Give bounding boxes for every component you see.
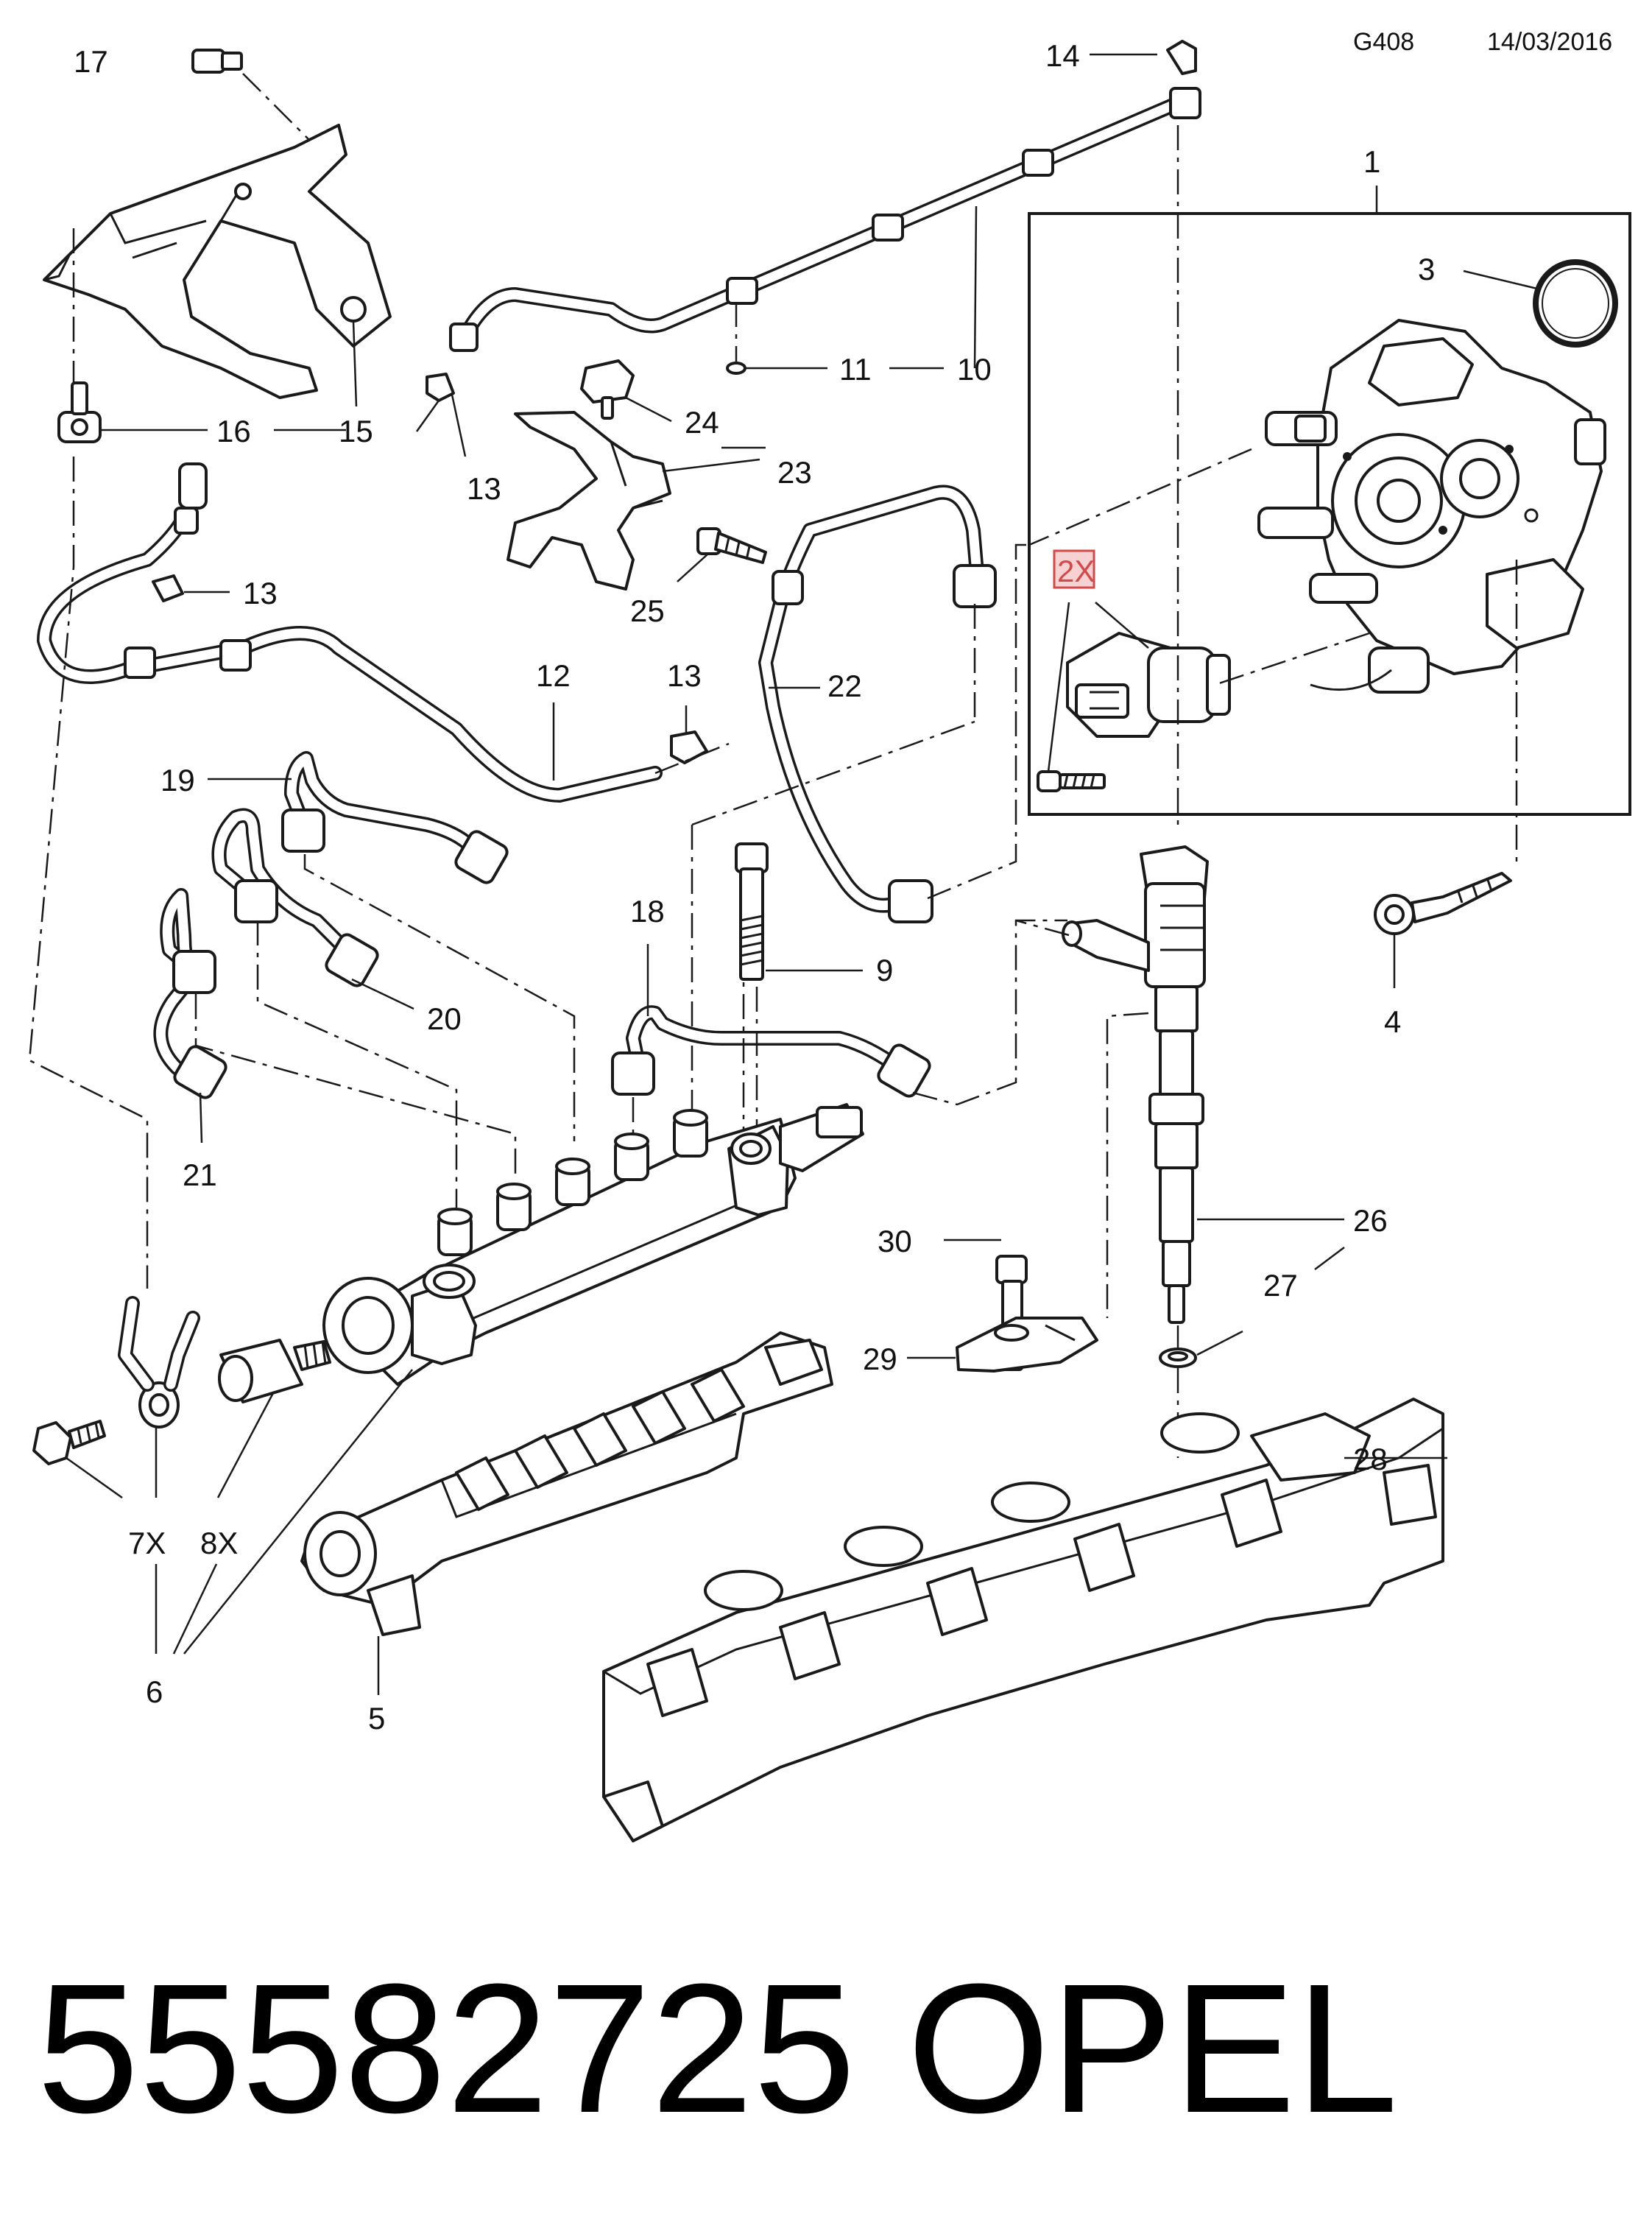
callout-8x: 8X — [200, 1526, 238, 1560]
clip-13-lower-part — [152, 574, 184, 602]
leader-6c — [183, 1369, 413, 1655]
clip-14-part — [1166, 40, 1197, 75]
bolt-9-part — [735, 842, 769, 981]
callout-24: 24 — [685, 405, 719, 440]
callout-5: 5 — [368, 1701, 385, 1736]
callout-30: 30 — [878, 1224, 912, 1258]
callout-29: 29 — [863, 1342, 897, 1376]
callout-11: 11 — [839, 352, 872, 387]
callout-14: 14 — [1045, 38, 1080, 73]
callout-26: 26 — [1353, 1203, 1388, 1238]
leader-10 — [973, 205, 978, 369]
quantity-2x-highlight — [1053, 549, 1095, 589]
bolt-17-part — [191, 49, 243, 74]
callout-12: 12 — [536, 658, 571, 693]
leader-3 — [1463, 270, 1538, 290]
callout-13-lower: 13 — [243, 576, 278, 610]
callout-13-right: 13 — [667, 658, 702, 693]
high-pressure-line-22-part — [758, 485, 997, 923]
clip-13-upper-part — [426, 373, 455, 402]
callout-labels: 1 3 4 5 6 7X 8X 9 10 11 12 13 13 13 14 1… — [74, 38, 1435, 1736]
callout-21: 21 — [183, 1158, 217, 1192]
injector-line-21-part — [153, 888, 227, 1099]
leader-20 — [351, 978, 414, 1010]
high-pressure-pump-part — [1257, 319, 1606, 694]
clamp-29-part — [956, 1317, 1098, 1373]
injector-line-19-part — [281, 751, 509, 884]
callout-25: 25 — [630, 593, 665, 628]
callout-15: 15 — [339, 414, 373, 448]
seal-ring-part — [1533, 259, 1618, 348]
leader-25 — [677, 553, 709, 582]
callout-3: 3 — [1418, 252, 1435, 286]
fuel-rail-part — [322, 1103, 864, 1386]
callout-18: 18 — [630, 894, 665, 929]
callout-27: 27 — [1263, 1268, 1298, 1303]
valve-screw-part — [1037, 770, 1106, 792]
leader-15 — [352, 320, 358, 407]
clamp-24-part — [580, 359, 635, 420]
leakoff-line-12-part — [37, 462, 663, 803]
cylinder-head-cover-28-part — [602, 1398, 1444, 1842]
brand-name: OPEL — [907, 1945, 1398, 2151]
pressure-control-valve-part — [1066, 632, 1231, 738]
return-line-10-part — [449, 87, 1201, 352]
callout-7x: 7X — [128, 1526, 166, 1560]
pump-assembly-frame — [1028, 212, 1631, 816]
callout-17: 17 — [74, 44, 108, 79]
rail-fitting-8x-part — [218, 1339, 331, 1403]
callout-10: 10 — [957, 352, 992, 387]
injector-line-18-part — [611, 1005, 931, 1098]
clip-16-part — [57, 381, 102, 443]
callout-13-upper: 13 — [467, 471, 501, 506]
pump-assembly-group: 2X — [1028, 186, 1631, 867]
callout-4: 4 — [1384, 1004, 1401, 1039]
bracket-23-part — [506, 411, 671, 591]
leader-13b — [451, 394, 467, 457]
leader-8x — [216, 1391, 275, 1498]
callout-1: 1 — [1363, 144, 1380, 179]
bracket-15-part — [43, 124, 392, 399]
washer-27-part — [1159, 1348, 1197, 1368]
callout-23: 23 — [777, 455, 812, 490]
callout-9: 9 — [876, 953, 893, 987]
callout-19: 19 — [160, 763, 195, 797]
leader-23 — [662, 458, 760, 473]
leader-27b — [1314, 1247, 1345, 1270]
callout-16: 16 — [216, 414, 251, 448]
diagram-date: 14/03/2016 — [1487, 28, 1612, 56]
leader-24 — [625, 396, 672, 423]
plug-11-part — [726, 362, 746, 375]
leader-27a — [1196, 1330, 1243, 1356]
callout-22: 22 — [827, 669, 862, 703]
leader-6b — [172, 1563, 218, 1655]
injector-26-part — [1062, 845, 1209, 1324]
clip-13-right-part — [670, 730, 708, 764]
figure-code: G408 — [1353, 28, 1414, 56]
injector-line-20-part — [211, 808, 379, 987]
bolt-25-part — [696, 527, 767, 564]
banjo-connector-part — [118, 1296, 200, 1428]
callout-20: 20 — [427, 1001, 462, 1036]
leader-2x-a — [1095, 602, 1149, 649]
part-number: 55582725 — [37, 1945, 855, 2151]
banjo-bolt-7x-part — [32, 1420, 106, 1465]
leader-2x-b — [1047, 602, 1070, 772]
callout-6: 6 — [146, 1674, 163, 1709]
leader-7x-a — [66, 1456, 123, 1499]
rail-bracket-5-part — [300, 1331, 833, 1636]
callout-28: 28 — [1353, 1442, 1388, 1476]
pump-bolt-part — [1374, 872, 1512, 935]
callout-2x: 2X — [1057, 554, 1095, 588]
leader-21 — [199, 1092, 203, 1144]
